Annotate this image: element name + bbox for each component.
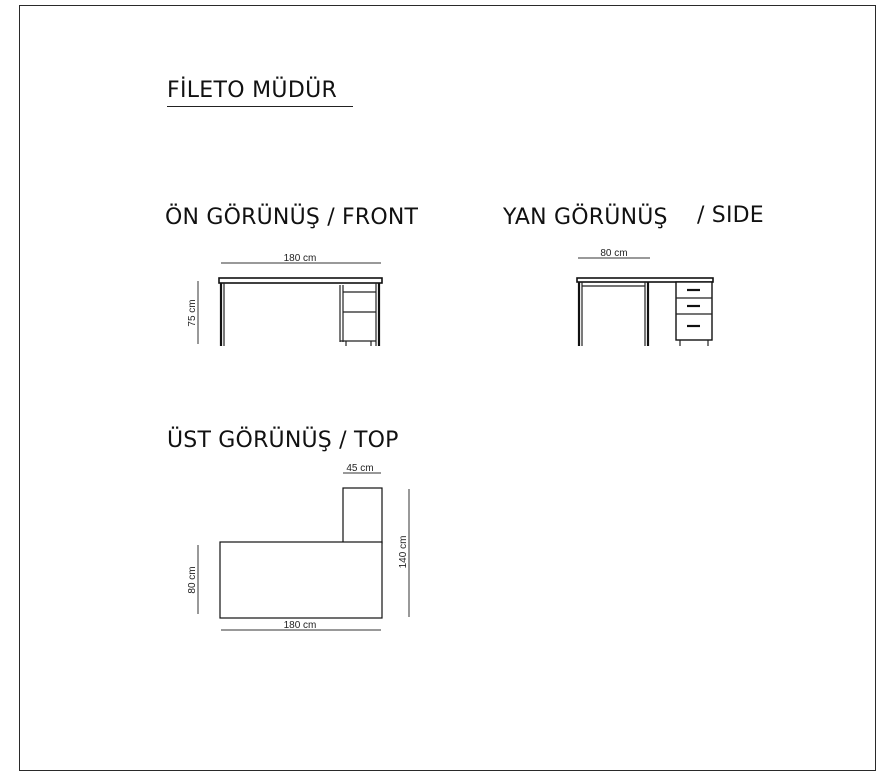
side-view: 80 cm xyxy=(576,248,714,346)
front-height-dimension-label: 75 cm xyxy=(187,299,198,326)
top-desk-depth-dimension-label: 80 cm xyxy=(187,566,198,593)
front-desktop xyxy=(218,277,383,284)
front-width-dimension-label: 180 cm xyxy=(284,253,317,264)
top-view-heading: ÜST GÖRÜNÜŞ / TOP xyxy=(167,428,399,453)
side-view-heading: YAN GÖRÜNÜŞ xyxy=(503,205,668,230)
top-return-width-dimension-label: 45 cm xyxy=(346,463,373,474)
drawing-sheet xyxy=(19,5,876,771)
top-desk-width-dimension-label: 180 cm xyxy=(284,620,317,631)
product-title: FİLETO MÜDÜR xyxy=(167,78,338,103)
front-view-heading: ÖN GÖRÜNÜŞ / FRONT xyxy=(165,205,419,230)
top-view: 45 cm 140 cm 80 cm 180 cm xyxy=(187,463,410,631)
top-desk-surface xyxy=(219,541,383,619)
front-view: 180 cm 75 cm xyxy=(187,253,383,346)
top-overall-depth-dimension-label: 140 cm xyxy=(398,536,409,569)
side-pedestal xyxy=(675,281,713,341)
side-width-dimension-label: 80 cm xyxy=(600,248,627,259)
title-underline xyxy=(167,106,353,107)
side-view-heading-suffix: / SIDE xyxy=(697,203,764,228)
top-return-surface xyxy=(342,487,383,544)
